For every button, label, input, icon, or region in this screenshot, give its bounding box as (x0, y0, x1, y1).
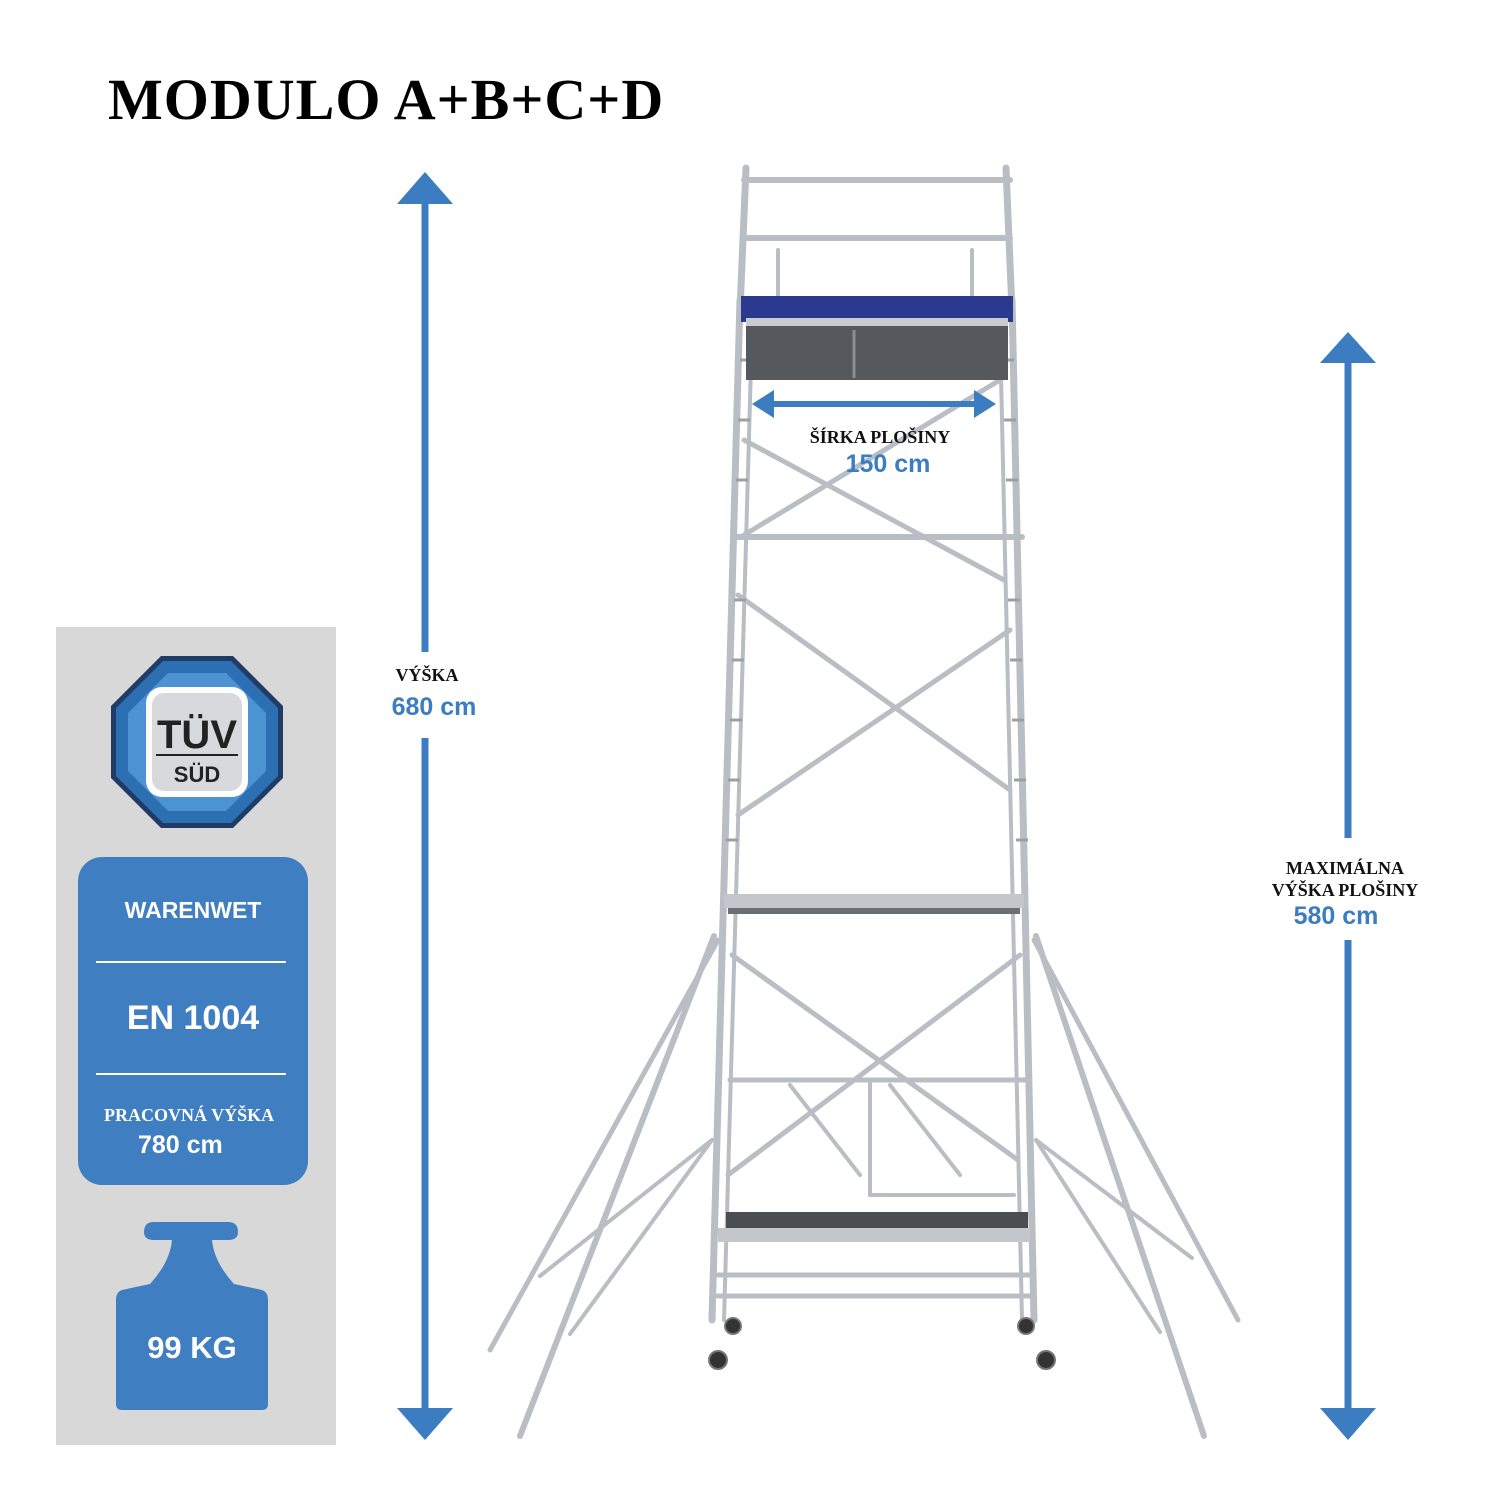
certification-box: WARENWET EN 1004 PRACOVNÁ VÝŠKA 780 cm (78, 857, 308, 1185)
rungs (726, 358, 1028, 842)
max-height-label-line1: MAXIMÁLNA (1286, 858, 1404, 878)
max-height-label-line2: VÝŠKA PLOŠINY (1271, 880, 1419, 900)
working-height-label: PRACOVNÁ VÝŠKA (104, 1105, 275, 1125)
cert-divider-1 (96, 961, 286, 963)
height-value: 680 cm (391, 693, 477, 721)
max-height-arrow (1320, 332, 1376, 1440)
page-title: MODULO A+B+C+D (108, 67, 665, 132)
platform-width-arrow (752, 390, 996, 418)
tuv-text: TÜV (157, 713, 237, 757)
tuv-sud-badge (111, 656, 283, 828)
max-height-value: 580 cm (1293, 902, 1379, 930)
top-platform (741, 296, 1013, 380)
bottom-platform (718, 1212, 1030, 1242)
wheels (708, 1317, 1056, 1370)
sud-text: SÜD (173, 762, 221, 787)
platform-width-label: ŠÍRKA PLOŠINY (809, 427, 951, 447)
mid-platform (724, 894, 1024, 914)
cert-divider-2 (96, 1073, 286, 1075)
weight-value: 99 KG (147, 1330, 237, 1365)
platform-width-value: 150 cm (845, 450, 931, 478)
height-arrow (397, 172, 453, 1440)
warenwet-label: WARENWET (124, 897, 262, 923)
en1004-label: EN 1004 (126, 999, 260, 1037)
height-label: VÝŠKA (395, 665, 459, 685)
working-height-value: 780 cm (138, 1131, 223, 1159)
weight-icon (116, 1222, 268, 1410)
scaffold-tower (487, 164, 1241, 1439)
